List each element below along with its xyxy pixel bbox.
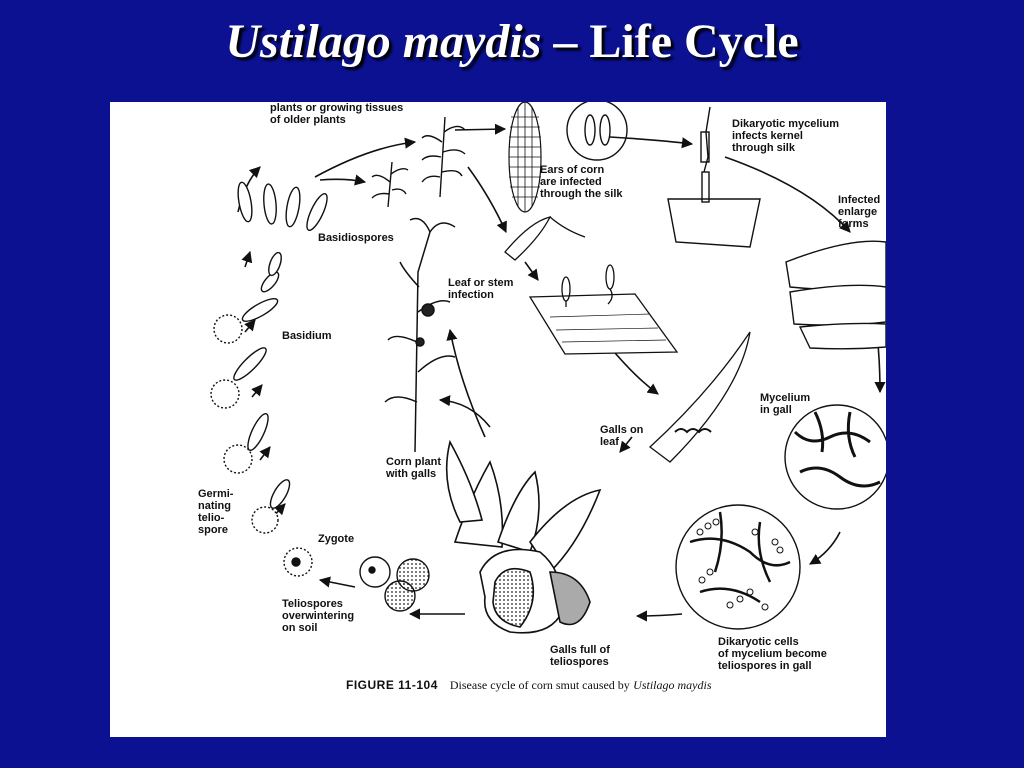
label-germinating: Germi- nating telio- spore bbox=[198, 488, 234, 536]
kernel-infection bbox=[667, 106, 761, 248]
label-dikaryotic-kernel: Dikaryotic mycelium infects kernel throu… bbox=[732, 118, 839, 154]
label-galls-full: Galls full of teliospores bbox=[550, 644, 610, 668]
label-corn-plant-galls: Corn plant with galls bbox=[386, 456, 441, 480]
torn-leaf bbox=[504, 216, 586, 261]
mycelium-in-gall bbox=[784, 404, 886, 510]
spores-circle bbox=[566, 102, 628, 161]
life-cycle-figure: plants or growing tissues of older plant… bbox=[110, 102, 886, 737]
caption-text: Disease cycle of corn smut caused by bbox=[449, 678, 630, 692]
leaf-infection bbox=[528, 264, 679, 355]
caption-species: Ustilago maydis bbox=[633, 678, 712, 692]
basidiospores bbox=[237, 181, 328, 232]
label-leaf-stem: Leaf or stem infection bbox=[448, 277, 514, 301]
label-galls-leaf: Galls on leaf bbox=[600, 424, 644, 448]
teliospores-on-soil bbox=[283, 547, 430, 612]
label-ears-infected: Ears of corn are infected through the si… bbox=[540, 164, 623, 200]
label-infected-enlarge: Infected enlarge forms bbox=[838, 194, 881, 230]
infected-kernels bbox=[785, 240, 886, 350]
teliospores-forming bbox=[675, 504, 801, 630]
label-zygote: Zygote bbox=[318, 533, 355, 545]
germinating-teliospores bbox=[210, 251, 291, 534]
title-species: Ustilago maydis bbox=[225, 15, 542, 68]
young-corn-plants bbox=[371, 116, 466, 208]
title-rest: – Life Cycle bbox=[553, 15, 799, 68]
label-dikaryotic-cells: Dikaryotic cells of mycelium become teli… bbox=[718, 636, 827, 672]
corn-plant-with-galls bbox=[384, 217, 456, 453]
slide-title: Ustilago maydis – Life Cycle bbox=[0, 14, 1024, 69]
caption-figure-number: FIGURE 11-104 bbox=[346, 678, 438, 692]
large-gall bbox=[445, 439, 602, 634]
label-mycelium-gall: Mycelium in gall bbox=[760, 392, 811, 416]
corn-ear bbox=[508, 102, 542, 213]
label-basidiospores: Basidiospores bbox=[318, 232, 394, 244]
figure-caption: FIGURE 11-104 Disease cycle of corn smut … bbox=[346, 678, 712, 693]
leaf-with-galls bbox=[648, 331, 751, 463]
life-cycle-drawing bbox=[210, 102, 886, 634]
label-plants-tissues: plants or growing tissues of older plant… bbox=[270, 102, 404, 126]
label-teliospores-soil: Teliospores overwintering on soil bbox=[282, 598, 355, 634]
label-basidium: Basidium bbox=[282, 330, 332, 342]
